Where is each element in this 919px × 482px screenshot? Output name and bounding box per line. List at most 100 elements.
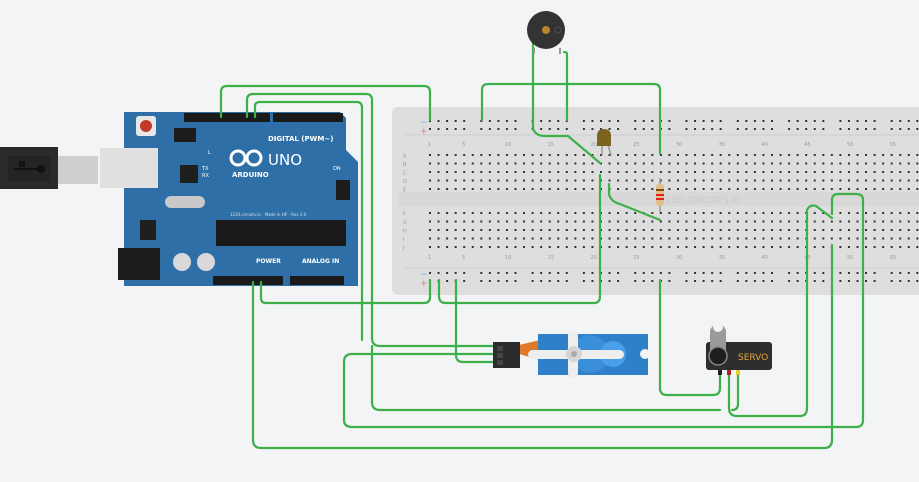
servo-pin-signal[interactable]	[736, 370, 740, 375]
hole[interactable]	[540, 220, 543, 223]
hole[interactable]	[454, 212, 457, 214]
hole[interactable]	[813, 237, 816, 240]
rail-hole[interactable]	[557, 280, 560, 282]
rail-hole[interactable]	[591, 272, 594, 274]
hole[interactable]	[873, 229, 876, 231]
hole[interactable]	[523, 162, 526, 165]
hole[interactable]	[745, 237, 748, 240]
hole[interactable]	[822, 154, 825, 156]
hole[interactable]	[634, 188, 637, 190]
rail-hole[interactable]	[463, 280, 466, 282]
rail-hole[interactable]	[694, 128, 697, 130]
hole[interactable]	[523, 246, 526, 248]
rail-hole[interactable]	[668, 272, 671, 274]
hole[interactable]	[899, 212, 902, 214]
hole[interactable]	[548, 212, 551, 214]
hole[interactable]	[540, 246, 543, 248]
rail-hole[interactable]	[711, 280, 714, 282]
hole[interactable]	[659, 154, 662, 156]
hole[interactable]	[591, 212, 594, 214]
hole[interactable]	[762, 220, 765, 223]
hole[interactable]	[625, 162, 628, 165]
rail-hole[interactable]	[429, 128, 431, 130]
hole[interactable]	[916, 154, 919, 156]
hole[interactable]	[890, 179, 893, 182]
rail-hole[interactable]	[796, 280, 799, 282]
hole[interactable]	[753, 188, 756, 190]
hole[interactable]	[805, 162, 808, 165]
hole[interactable]	[557, 162, 560, 165]
hole[interactable]	[514, 171, 517, 173]
hole[interactable]	[651, 246, 654, 248]
hole[interactable]	[642, 188, 645, 190]
rail-hole[interactable]	[899, 128, 902, 130]
hole[interactable]	[642, 179, 645, 182]
hole[interactable]	[676, 220, 679, 223]
hole[interactable]	[796, 229, 799, 231]
hole[interactable]	[446, 246, 449, 248]
hole[interactable]	[540, 162, 543, 165]
hole[interactable]	[856, 246, 859, 248]
rail-hole[interactable]	[565, 272, 568, 274]
hole[interactable]	[676, 237, 679, 240]
hole[interactable]	[736, 246, 739, 248]
rail-hole[interactable]	[856, 128, 859, 130]
hole[interactable]	[488, 171, 491, 173]
rail-hole[interactable]	[488, 128, 491, 130]
servo-pin-gnd[interactable]	[718, 370, 722, 375]
rail-hole[interactable]	[719, 280, 722, 282]
hole[interactable]	[659, 212, 662, 214]
hole[interactable]	[762, 212, 765, 214]
hole[interactable]	[548, 154, 551, 156]
hole[interactable]	[719, 220, 722, 223]
hole[interactable]	[574, 179, 577, 182]
rail-hole[interactable]	[788, 120, 791, 122]
hole[interactable]	[574, 220, 577, 223]
hole[interactable]	[505, 220, 508, 223]
hole[interactable]	[642, 154, 645, 156]
hole[interactable]	[822, 188, 825, 190]
hole[interactable]	[488, 188, 491, 190]
hole[interactable]	[762, 237, 765, 240]
hole[interactable]	[685, 237, 688, 240]
rail-hole[interactable]	[582, 120, 585, 122]
hole[interactable]	[736, 171, 739, 173]
hole[interactable]	[813, 162, 816, 165]
hole[interactable]	[634, 171, 637, 173]
rail-hole[interactable]	[514, 272, 517, 274]
hole[interactable]	[882, 179, 885, 182]
rail-hole[interactable]	[916, 280, 919, 282]
hole[interactable]	[694, 229, 697, 231]
hole[interactable]	[694, 162, 697, 165]
hole[interactable]	[480, 188, 483, 190]
hole[interactable]	[642, 162, 645, 165]
hole[interactable]	[505, 229, 508, 231]
rail-hole[interactable]	[582, 272, 585, 274]
hole[interactable]	[651, 212, 654, 214]
hole[interactable]	[480, 154, 483, 156]
hole[interactable]	[685, 220, 688, 223]
hole[interactable]	[497, 237, 500, 240]
hole[interactable]	[899, 171, 902, 173]
hole[interactable]	[865, 162, 868, 165]
hole[interactable]	[899, 162, 902, 165]
hole[interactable]	[437, 171, 440, 173]
rail-hole[interactable]	[822, 128, 825, 130]
rail-hole[interactable]	[736, 120, 739, 122]
rail-hole[interactable]	[788, 272, 791, 274]
rail-hole[interactable]	[847, 120, 850, 122]
hole[interactable]	[779, 154, 782, 156]
hole[interactable]	[839, 162, 842, 165]
hole[interactable]	[437, 188, 440, 190]
rail-hole[interactable]	[591, 128, 594, 130]
hole[interactable]	[796, 237, 799, 240]
rail-hole[interactable]	[668, 120, 671, 122]
hole[interactable]	[659, 171, 662, 173]
hole[interactable]	[685, 212, 688, 214]
hole[interactable]	[463, 237, 466, 240]
rail-hole[interactable]	[480, 272, 483, 274]
hole[interactable]	[779, 229, 782, 231]
hole[interactable]	[480, 246, 483, 248]
rail-hole[interactable]	[497, 280, 500, 282]
hole[interactable]	[582, 179, 585, 182]
